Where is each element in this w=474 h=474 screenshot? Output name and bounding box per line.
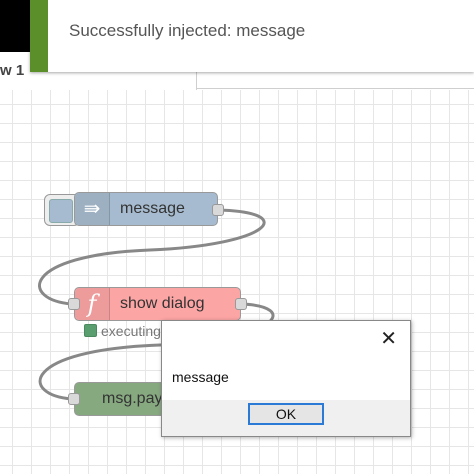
dialog-message-area: message [162,354,410,400]
node-function[interactable]: f show dialog [74,287,241,321]
node-function-status-text: executing [101,323,161,339]
tab-label: w 1 [0,62,25,79]
node-function-input-port[interactable] [68,298,80,310]
close-icon[interactable]: ✕ [380,328,397,350]
function-icon: f [75,288,110,320]
tab-strip-border [196,88,474,89]
notification-toast: Successfully injected: message [30,0,474,72]
node-inject[interactable]: ⇛ message [74,192,218,226]
node-function-label: show dialog [120,295,205,312]
header-bar [0,0,32,52]
dialog-titlebar: ✕ [162,321,410,354]
status-dot-icon [84,324,97,337]
node-function-status: executing [84,323,161,339]
ok-button[interactable]: OK [248,403,324,425]
wire-inject-to-function [38,208,266,306]
alert-dialog: ✕ message OK [161,320,411,437]
notification-text: Successfully injected: message [69,21,306,40]
node-inject-output-port[interactable] [212,204,224,216]
dialog-message: message [172,369,229,385]
node-debug-label: msg.pay [102,390,163,407]
arrow-right-icon: ⇛ [75,193,110,225]
node-function-output-port[interactable] [235,298,247,310]
node-inject-label: message [120,200,185,217]
node-debug-input-port[interactable] [68,393,80,405]
wire-function-to-debug [38,302,275,401]
inject-trigger-inner [49,199,73,223]
